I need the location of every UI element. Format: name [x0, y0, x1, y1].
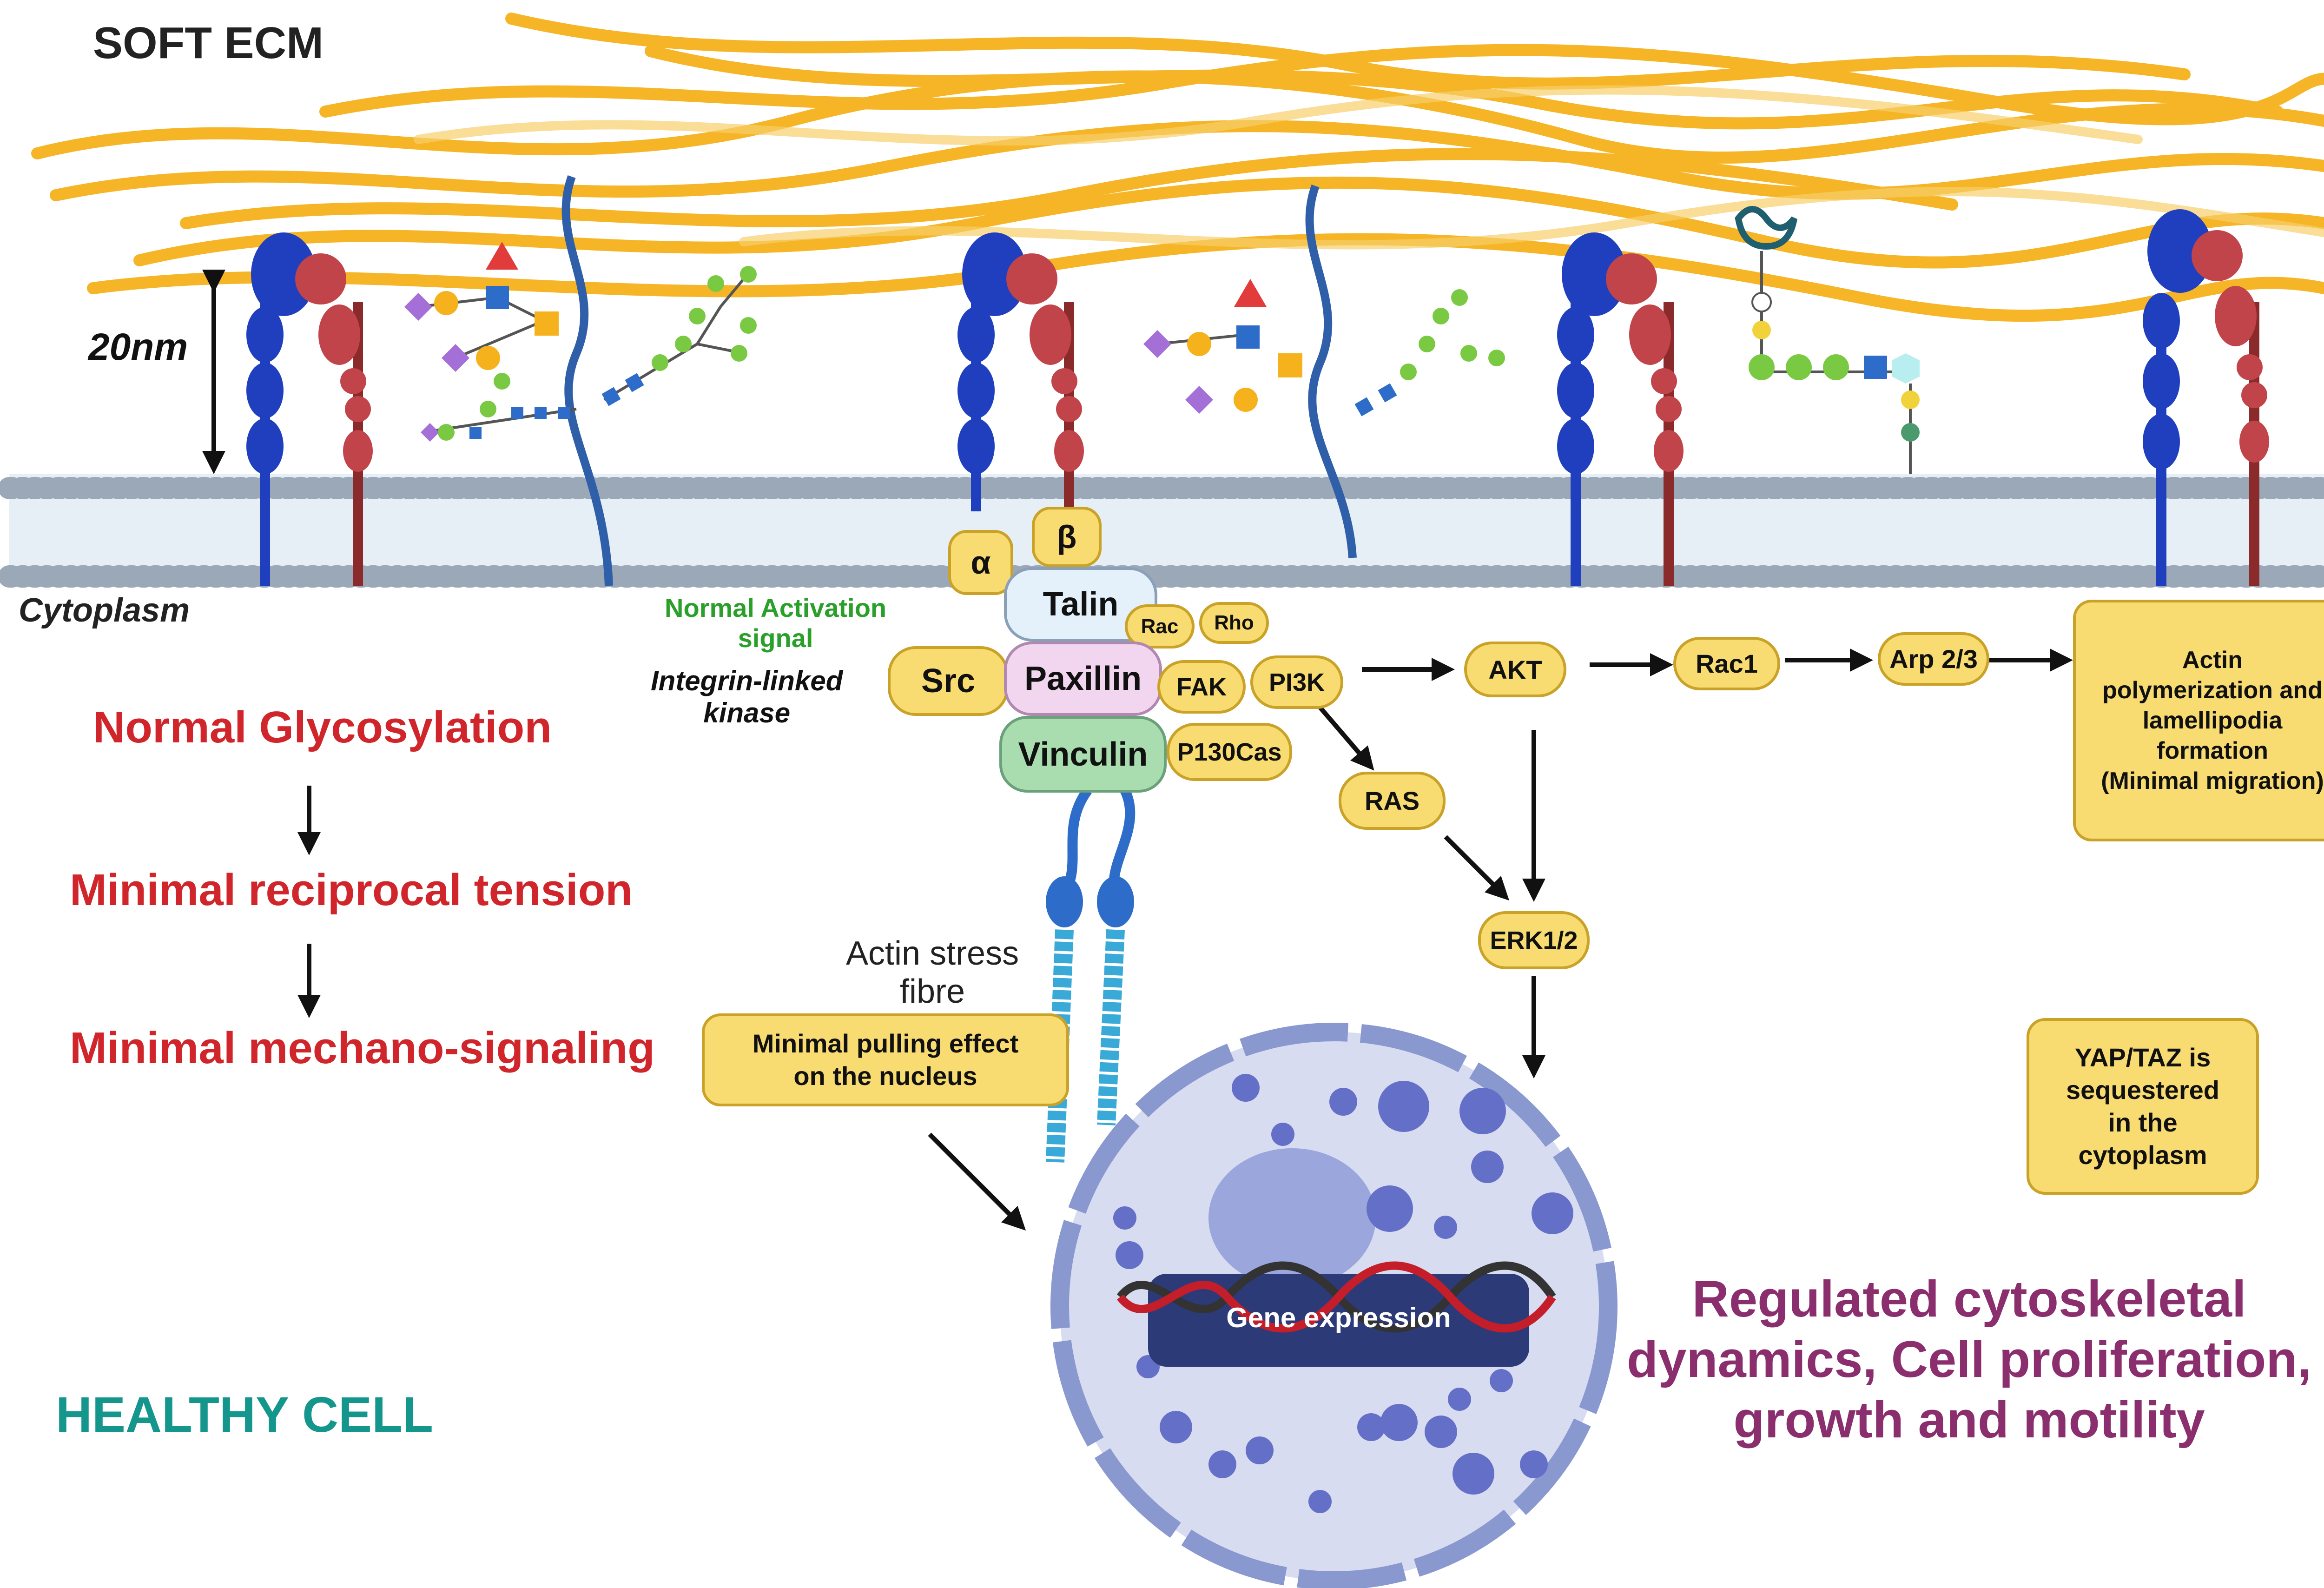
ecm-fibers — [31, 13, 2324, 322]
integrin-2 — [957, 232, 1084, 511]
glycoproteins — [561, 175, 1357, 586]
flow-step-3: Minimal mechano-signaling — [70, 1023, 655, 1073]
actin-stress-fibre-label: Actin stress fibre — [846, 935, 1019, 1010]
distance-label: 20nm — [88, 326, 188, 368]
beta-subunit: β — [1032, 507, 1102, 567]
vinculin-box: Vinculin — [999, 716, 1167, 793]
glycan-tree-1 — [404, 242, 577, 442]
rac1-box: Rac1 — [1673, 637, 1780, 690]
alpha-subunit: α — [948, 530, 1013, 595]
rho-box: Rho — [1199, 602, 1269, 644]
yap-taz-box: YAP/TAZ is sequestered in the cytoplasm — [2027, 1018, 2259, 1195]
arp23-box: Arp 2/3 — [1878, 632, 1989, 686]
glycan-tree-4 — [1354, 289, 1505, 417]
flow-step-2: Minimal reciprocal tension — [70, 865, 633, 915]
healthy-cell-label: HEALTHY CELL — [56, 1386, 434, 1442]
integrin-4 — [2143, 209, 2269, 586]
rac-box: Rac — [1125, 604, 1195, 648]
gene-expression-label: Gene expression — [1226, 1302, 1451, 1333]
fak-box: FAK — [1157, 660, 1246, 714]
actin-stress-fibres — [1046, 787, 1136, 1163]
plasma-membrane — [0, 474, 2324, 588]
cytoplasm-label: Cytoplasm — [19, 592, 190, 629]
signaling-arrows — [928, 648, 2073, 1231]
integrin-linked-kinase-label: Integrin-linked kinase — [651, 665, 843, 728]
paxillin-box: Paxillin — [1004, 642, 1162, 716]
normal-activation-label: Normal Activation signal — [665, 593, 887, 653]
akt-box: AKT — [1464, 642, 1566, 697]
nucleus — [1050, 1023, 1618, 1588]
integrin-3 — [1557, 232, 1684, 586]
src-box: Src — [888, 646, 1009, 716]
integrin-1 — [246, 232, 373, 586]
pi3k-box: PI3K — [1250, 655, 1343, 709]
ecm-fibers-light — [414, 85, 2324, 250]
flow-step-1: Normal Glycosylation — [93, 702, 552, 752]
actin-polymerization-box: Actin polymerization and lamellipodia fo… — [2073, 600, 2324, 841]
outcome-label: Regulated cytoskeletal dynamics, Cell pr… — [1627, 1270, 2312, 1449]
glycan-tree-3 — [1143, 279, 1302, 414]
pulling-effect-box: Minimal pulling effect on the nucleus — [702, 1013, 1069, 1106]
soft-ecm-label: SOFT ECM — [93, 18, 324, 68]
ras-box: RAS — [1339, 772, 1446, 830]
erk12-box: ERK1/2 — [1478, 911, 1590, 969]
gpi-anchor — [1735, 206, 1920, 474]
glycan-tree-2 — [601, 266, 757, 406]
p130cas-box: P130Cas — [1167, 723, 1292, 781]
